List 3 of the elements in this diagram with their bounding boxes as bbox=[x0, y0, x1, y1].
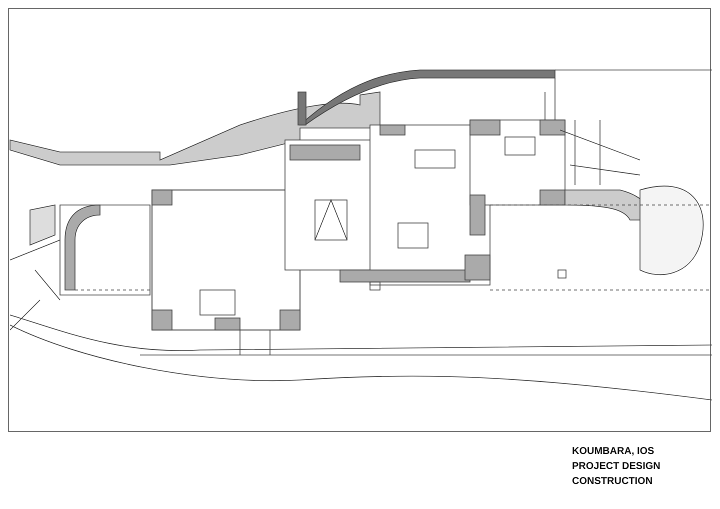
title-block-text: KOUMBARA, IOS bbox=[572, 445, 656, 459]
title-block-text: PROJECT DESIGN bbox=[572, 460, 660, 474]
title-block-text: CONSTRUCTION bbox=[572, 475, 654, 489]
